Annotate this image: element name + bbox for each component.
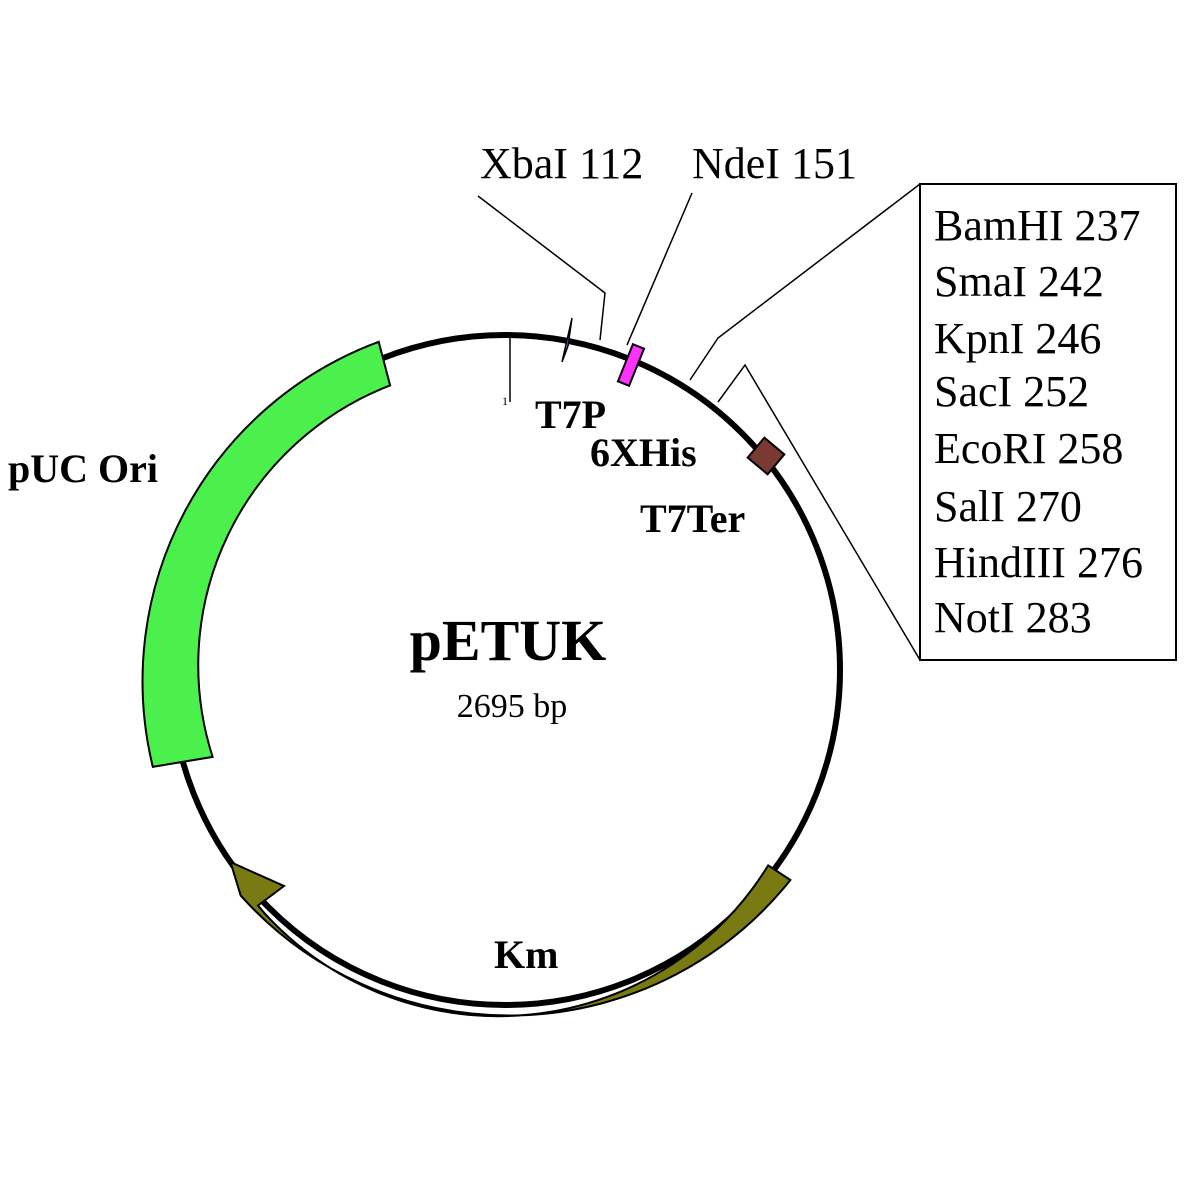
mcs-leader-top bbox=[689, 183, 921, 381]
t7ter-label: T7Ter bbox=[640, 496, 745, 541]
his-label: 6XHis bbox=[590, 430, 697, 475]
mcs-box bbox=[919, 183, 1177, 661]
mcs-site-label: SalI 270 bbox=[934, 482, 1082, 531]
puc-ori-label: pUC Ori bbox=[8, 446, 158, 491]
km-label: Km bbox=[494, 932, 558, 977]
ndei-site-label: NdeI 151 bbox=[692, 139, 857, 188]
t7p-label: T7P bbox=[535, 392, 606, 437]
mcs-site-label: SacI 252 bbox=[934, 367, 1089, 416]
origin-tick-label: 1 bbox=[502, 394, 508, 408]
puc-ori-feature[interactable] bbox=[141, 340, 392, 768]
mcs-leader-bottom bbox=[717, 363, 921, 661]
mcs-site-label: NotI 283 bbox=[934, 593, 1092, 642]
his-tag-feature[interactable] bbox=[616, 342, 646, 388]
mcs-site-label: KpnI 246 bbox=[934, 314, 1101, 363]
mcs-site-label: HindIII 276 bbox=[934, 538, 1143, 587]
t7-terminator-feature[interactable] bbox=[746, 436, 786, 476]
t7p-promoter-icon[interactable] bbox=[561, 317, 573, 363]
xbai-site-label: XbaI 112 bbox=[480, 139, 643, 188]
mcs-site-label: SmaI 242 bbox=[934, 257, 1104, 306]
mcs-site-label: EcoRI 258 bbox=[934, 424, 1123, 473]
km-feature[interactable] bbox=[228, 860, 792, 1018]
mcs-site-label: BamHI 237 bbox=[934, 201, 1141, 250]
ndei-leader-line bbox=[626, 192, 693, 346]
plasmid-size: 2695 bp bbox=[457, 688, 568, 725]
plasmid-name: pETUK bbox=[410, 608, 607, 673]
xbai-leader-line bbox=[477, 195, 606, 341]
mcs-list: BamHI 237 SmaI 242 KpnI 246 SacI 252 Eco… bbox=[934, 201, 1143, 642]
